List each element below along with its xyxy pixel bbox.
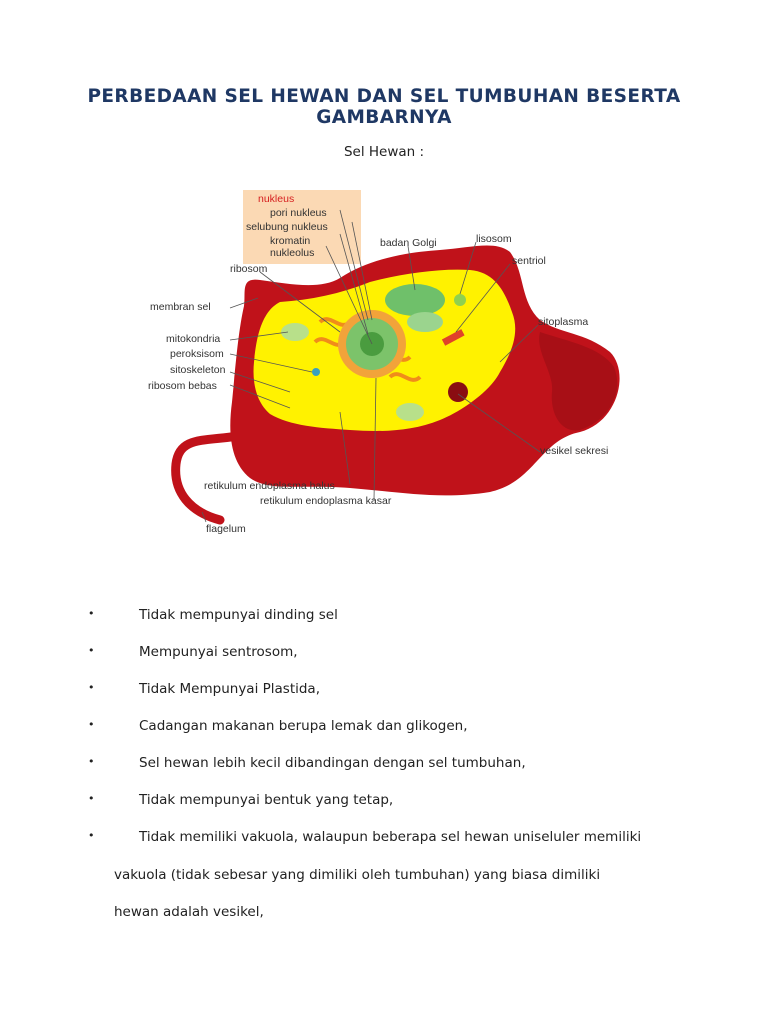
label-retikulum-kasar: retikulum endoplasma kasar	[260, 495, 392, 507]
leader-lines	[201, 209, 541, 523]
list-item-text: Tidak mempunyai bentuk yang tetap,	[139, 792, 394, 808]
mitochondria-shape	[281, 323, 309, 341]
mitochondria-shape-2	[396, 403, 424, 421]
list-item-text: Tidak memiliki vakuola, walaupun beberap…	[139, 829, 642, 845]
bullet-dot: •	[88, 829, 95, 842]
title-line-2: GAMBARNYA	[316, 107, 452, 128]
bullet-dot: •	[88, 718, 95, 731]
section-subtitle: Sel Hewan :	[343, 144, 425, 160]
peroxisome-shape	[312, 368, 320, 376]
label-flagelum: flagelum	[206, 523, 246, 535]
label-selubung-nukleus: selubung nukleus	[246, 221, 328, 233]
label-membran-sel: membran sel	[150, 301, 211, 313]
label-lisosom: lisosom	[476, 233, 512, 245]
animal-cell-svg: nukleus pori nukleus selubung nukleus kr…	[148, 190, 620, 535]
list-item-continuation: vakuola (tidak sebesar yang dimiliki ole…	[114, 867, 601, 883]
label-peroksisom: peroksisom	[170, 348, 224, 360]
label-mitokondria: mitokondria	[166, 333, 220, 345]
page-title: PERBEDAAN SEL HEWAN DAN SEL TUMBUHAN BES…	[60, 86, 708, 128]
er-shape	[313, 317, 422, 382]
cell-right-lobe-shape	[539, 332, 618, 431]
label-kromatin: kromatin	[270, 235, 310, 247]
label-nukleolus: nukleolus	[270, 247, 314, 259]
label-ribosom-bebas: ribosom bebas	[148, 380, 217, 392]
list-item-text: Sel hewan lebih kecil dibandingan dengan…	[139, 755, 526, 771]
label-ribosom: ribosom	[230, 263, 268, 275]
flagellum-shape	[171, 427, 265, 525]
bullet-dot: •	[88, 755, 95, 768]
bullet-dot: •	[88, 681, 95, 694]
title-line-1: PERBEDAAN SEL HEWAN DAN SEL TUMBUHAN BES…	[87, 86, 681, 107]
list-item-continuation: hewan adalah vesikel,	[114, 904, 264, 920]
label-sitoplasma: sitoplasma	[538, 316, 588, 328]
label-vesikel-sekresi: vesikel sekresi	[540, 445, 608, 457]
bullet-dot: •	[88, 792, 95, 805]
secretory-vesicle-shape	[448, 382, 468, 402]
lysosome-shape	[454, 294, 466, 306]
list-item-text: Mempunyai sentrosom,	[139, 644, 298, 660]
label-nukleus: nukleus	[258, 193, 294, 205]
golgi-shape-2	[407, 312, 443, 332]
label-sitoskeleton: sitoskeleton	[170, 364, 226, 376]
list-item-text: Cadangan makanan berupa lemak dan glikog…	[139, 718, 468, 734]
nucleus-label-box	[243, 190, 361, 264]
label-pori-nukleus: pori nukleus	[270, 207, 327, 219]
golgi-shape	[385, 284, 445, 316]
label-badan-golgi: badan Golgi	[380, 237, 437, 249]
list-item-text: Tidak Mempunyai Plastida,	[139, 681, 320, 697]
animal-cell-diagram: nukleus pori nukleus selubung nukleus kr…	[140, 182, 630, 542]
list-item-text: Tidak mempunyai dinding sel	[139, 607, 338, 623]
bullet-dot: •	[88, 644, 95, 657]
bullet-dot: •	[88, 607, 95, 620]
label-retikulum-halus: retikulum endoplasma halus	[204, 480, 335, 492]
label-sentriol: sentriol	[512, 255, 546, 267]
centriole-shape	[441, 329, 465, 346]
